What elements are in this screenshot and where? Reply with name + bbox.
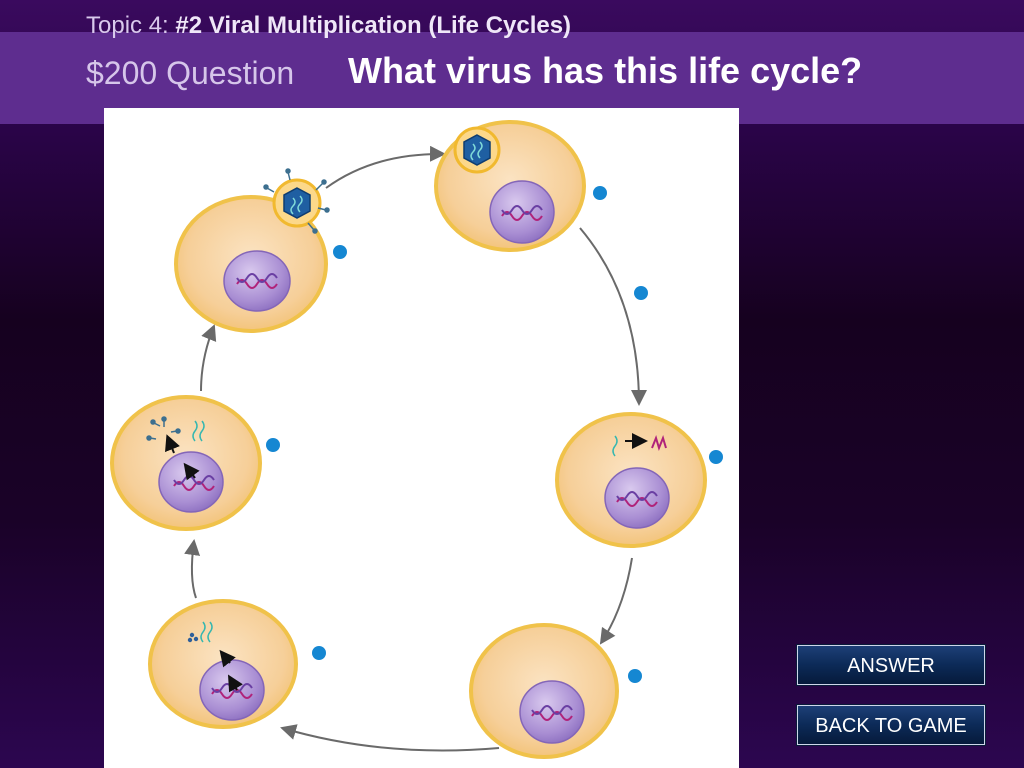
topic-line: Topic 4: #2 Viral Multiplication (Life C… xyxy=(86,12,571,40)
nucleus-icon xyxy=(224,251,290,311)
nucleus-icon xyxy=(200,660,264,720)
nucleus-icon xyxy=(159,452,223,512)
virion-icon xyxy=(284,188,310,218)
cycle-arrow-icon xyxy=(282,728,499,751)
step-marker-icon xyxy=(312,646,326,660)
step-marker-icon xyxy=(634,286,648,300)
cycle-arrow-icon xyxy=(326,154,444,188)
step-marker-icon xyxy=(266,438,280,452)
cycle-arrow-icon xyxy=(201,326,214,391)
back-to-game-button[interactable]: BACK TO GAME xyxy=(797,705,985,745)
host-cell-icon xyxy=(150,601,296,727)
nucleus-icon xyxy=(605,468,669,528)
step-marker-icon xyxy=(709,450,723,464)
step-marker-icon xyxy=(628,669,642,683)
topic-title: #2 Viral Multiplication (Life Cycles) xyxy=(175,12,571,39)
topic-prefix: Topic 4: xyxy=(86,12,169,39)
life-cycle-diagram xyxy=(104,108,739,768)
nucleus-icon xyxy=(520,681,584,743)
host-cell-icon xyxy=(112,397,260,529)
host-cell-icon xyxy=(436,122,584,250)
virion-icon xyxy=(464,135,490,165)
life-cycle-figure xyxy=(104,108,739,768)
question-price: $200 Question xyxy=(86,55,294,92)
nucleus-icon xyxy=(490,181,554,243)
answer-button[interactable]: ANSWER xyxy=(797,645,985,685)
step-marker-icon xyxy=(333,245,347,259)
host-cell-icon xyxy=(557,414,705,546)
question-text: What virus has this life cycle? xyxy=(348,50,862,92)
host-cell-icon xyxy=(176,169,329,331)
cycle-arrow-icon xyxy=(580,228,639,404)
cycle-arrow-icon xyxy=(601,558,632,643)
step-marker-icon xyxy=(593,186,607,200)
host-cell-icon xyxy=(471,625,617,757)
cycle-arrow-icon xyxy=(192,541,196,598)
